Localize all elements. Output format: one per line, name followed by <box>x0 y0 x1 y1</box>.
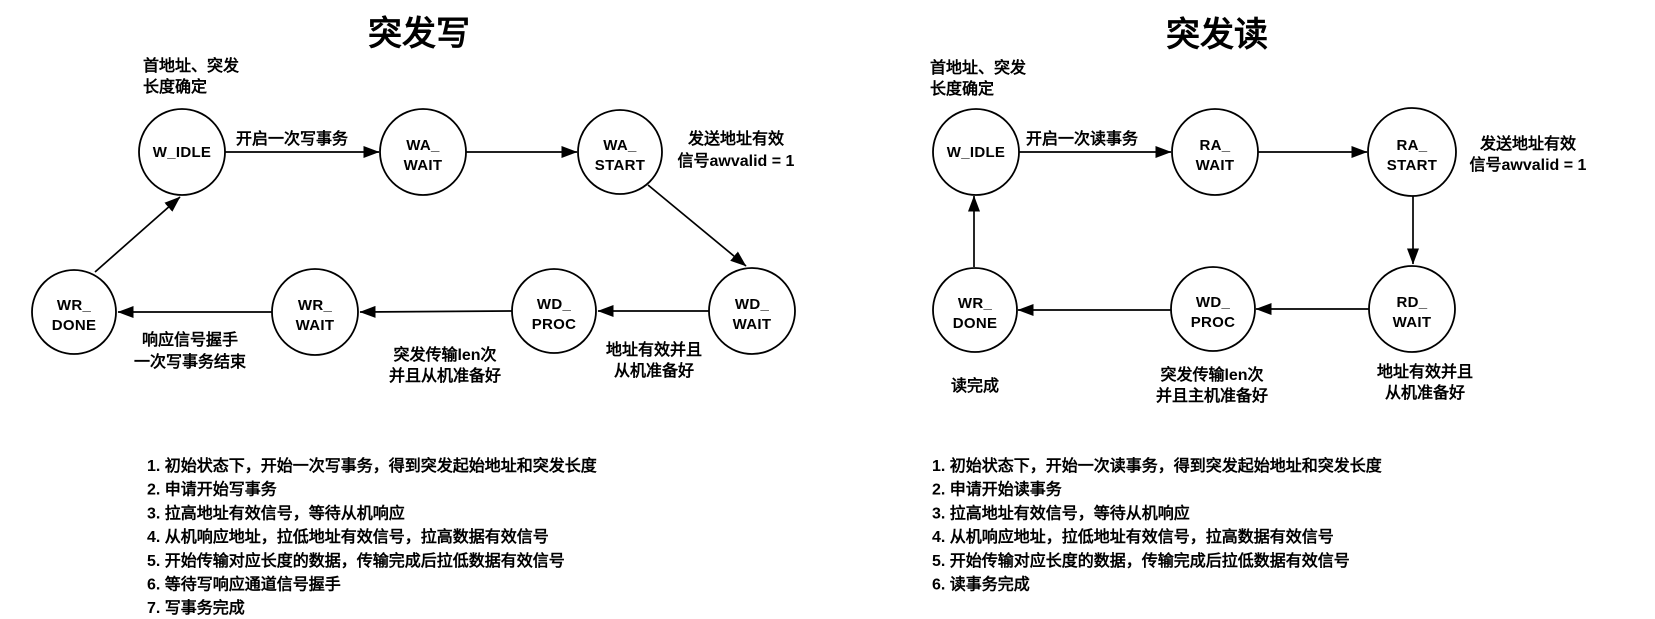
note-item: 5. 开始传输对应长度的数据，传输完成后拉低数据有效信号 <box>147 551 565 570</box>
state-label-WA_START: WA_START <box>595 137 645 174</box>
note-item: 1. 初始状态下，开始一次写事务，得到突发起始地址和突发长度 <box>147 456 598 475</box>
note-item: 4. 从机响应地址，拉低地址有效信号，拉高数据有效信号 <box>932 527 1334 546</box>
state-label-WD_PROC: WD_PROC <box>1191 294 1236 331</box>
state-node-RD_WAIT <box>1368 265 1456 353</box>
note-item: 1. 初始状态下，开始一次读事务，得到突发起始地址和突发长度 <box>932 456 1383 475</box>
state-label-RA_WAIT: RA_WAIT <box>1196 137 1235 174</box>
note-item: 2. 申请开始写事务 <box>147 480 278 499</box>
note-item: 3. 拉高地址有效信号，等待从机响应 <box>147 503 405 522</box>
note-item: 2. 申请开始读事务 <box>932 480 1063 499</box>
label-init-condition: 首地址、突发长度确定 <box>930 58 1027 98</box>
label-resp-handshake: 响应信号握手一次写事务结束 <box>134 330 247 371</box>
note-item: 5. 开始传输对应长度的数据，传输完成后拉低数据有效信号 <box>932 551 1350 570</box>
state-label-WA_WAIT: WA_WAIT <box>404 137 443 174</box>
panel-burst-write: 突发写 W_IDLE WA_WAIT WA_START WD_WAIT WD_PROC WR… <box>31 15 796 617</box>
label-init-condition: 首地址、突发长度确定 <box>143 56 240 96</box>
panel-title-burst-write: 突发写 <box>368 15 470 53</box>
state-node-RA_WAIT <box>1171 108 1259 196</box>
state-node-WD_WAIT <box>708 267 796 355</box>
note-item: 7. 写事务完成 <box>147 598 245 617</box>
note-item: 6. 等待写响应通道信号握手 <box>147 575 341 594</box>
state-node-W_IDLE <box>932 108 1020 196</box>
state-node-WD_PROC <box>1170 266 1256 352</box>
state-label-WR_DONE: WR_DONE <box>52 297 97 334</box>
notes-list-burst-write: 1. 初始状态下，开始一次写事务，得到突发起始地址和突发长度 2. 申请开始写事务… <box>147 456 598 617</box>
label-burst-len: 突发传输len次并且主机准备好 <box>1156 365 1268 405</box>
transition-arrow-WA_START-to-WD_WAIT <box>647 184 747 267</box>
label-start-write: 开启一次写事务 <box>236 129 349 148</box>
diagram-root: 突发写 W_IDLE WA_WAIT WA_START WD_WAIT WD_PROC WR… <box>31 15 1587 617</box>
note-item: 6. 读事务完成 <box>932 575 1030 594</box>
state-node-WA_WAIT <box>379 108 467 196</box>
state-label-W_IDLE: W_IDLE <box>153 144 211 161</box>
state-node-W_IDLE <box>138 108 226 196</box>
state-label-WD_WAIT: WD_WAIT <box>733 296 772 333</box>
transition-arrow-WD_PROC-to-WR_WAIT <box>359 305 513 318</box>
state-label-WR_WAIT: WR_WAIT <box>296 297 335 334</box>
note-item: 4. 从机响应地址，拉低地址有效信号，拉高数据有效信号 <box>147 527 549 546</box>
state-label-RD_WAIT: RD_WAIT <box>1393 294 1432 331</box>
state-node-WR_DONE <box>932 267 1018 353</box>
notes-list-burst-read: 1. 初始状态下，开始一次读事务，得到突发起始地址和突发长度 2. 申请开始读事务… <box>932 456 1383 594</box>
panel-title-burst-read: 突发读 <box>1166 16 1268 54</box>
state-label-RA_START: RA_START <box>1387 137 1437 174</box>
panel-burst-read: 突发读 W_IDLE RA_WAIT RA_START RD_WAIT WD_PROC WR… <box>930 16 1587 594</box>
label-burst-len: 突发传输len次并且从机准备好 <box>389 345 501 385</box>
state-node-RA_START <box>1367 107 1457 197</box>
note-item: 3. 拉高地址有效信号，等待从机响应 <box>932 503 1190 522</box>
label-read-done: 读完成 <box>951 376 999 395</box>
state-label-WR_DONE: WR_DONE <box>953 295 998 332</box>
label-start-read: 开启一次读事务 <box>1026 129 1139 148</box>
label-addr-valid: 地址有效并且从机准备好 <box>1377 362 1473 402</box>
state-node-WR_WAIT <box>271 268 359 356</box>
label-addr-valid: 地址有效并且从机准备好 <box>606 340 702 380</box>
state-label-W_IDLE: W_IDLE <box>947 144 1005 161</box>
transition-arrow-WR_DONE-to-W_IDLE <box>94 196 181 273</box>
label-awvalid: 发送地址有效信号awvalid = 1 <box>1470 134 1587 174</box>
state-node-WR_DONE <box>31 269 117 355</box>
state-label-WD_PROC: WD_PROC <box>532 296 577 333</box>
label-awvalid: 发送地址有效信号awvalid = 1 <box>678 129 795 170</box>
state-node-WA_START <box>577 109 663 195</box>
state-node-WD_PROC <box>511 268 597 354</box>
